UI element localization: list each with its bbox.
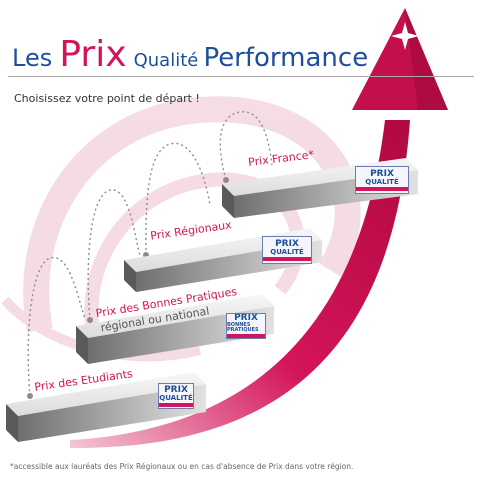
badge-stripe — [227, 334, 265, 338]
badge-line1: PRIX — [275, 238, 299, 249]
rising-arrow-icon — [70, 8, 448, 449]
star-sparkle-icon — [391, 22, 419, 50]
title-performance: Performance — [203, 43, 369, 73]
prix-bonnes-pratiques-logo: PRIX BONNES PRATIQUES — [226, 313, 266, 339]
badge-stripe — [159, 402, 193, 407]
title-prix: Prix — [59, 34, 127, 75]
badge-stripe — [356, 186, 408, 191]
badge-line1: PRIX — [370, 168, 394, 179]
badge-stripe — [263, 256, 311, 261]
title-les: Les — [12, 44, 53, 72]
prix-regionaux-logo: PRIX QUALITÉ — [262, 236, 312, 264]
prix-etudiants-logo: PRIX QUALITÉ — [158, 383, 194, 409]
dotted-path — [27, 111, 273, 397]
badge-line2: QUALITÉ — [270, 247, 304, 256]
badge-line2: QUALITÉ — [159, 393, 193, 402]
badge-line1: PRIX — [234, 313, 258, 323]
path-dots — [27, 177, 229, 399]
footnote: *accessible aux lauréats des Prix Région… — [10, 462, 354, 471]
prix-france-logo: PRIX QUALITÉ — [355, 166, 409, 194]
badge-line2: BONNES PRATIQUES — [227, 322, 259, 333]
title-qualite: Qualité — [133, 50, 199, 71]
badge-line1: PRIX — [164, 384, 188, 395]
page-title: Les Prix Qualité Performance — [12, 34, 368, 75]
title-divider — [8, 76, 474, 77]
page-subtitle: Choisissez votre point de départ ! — [14, 92, 200, 105]
badge-line2: QUALITÉ — [365, 177, 399, 186]
